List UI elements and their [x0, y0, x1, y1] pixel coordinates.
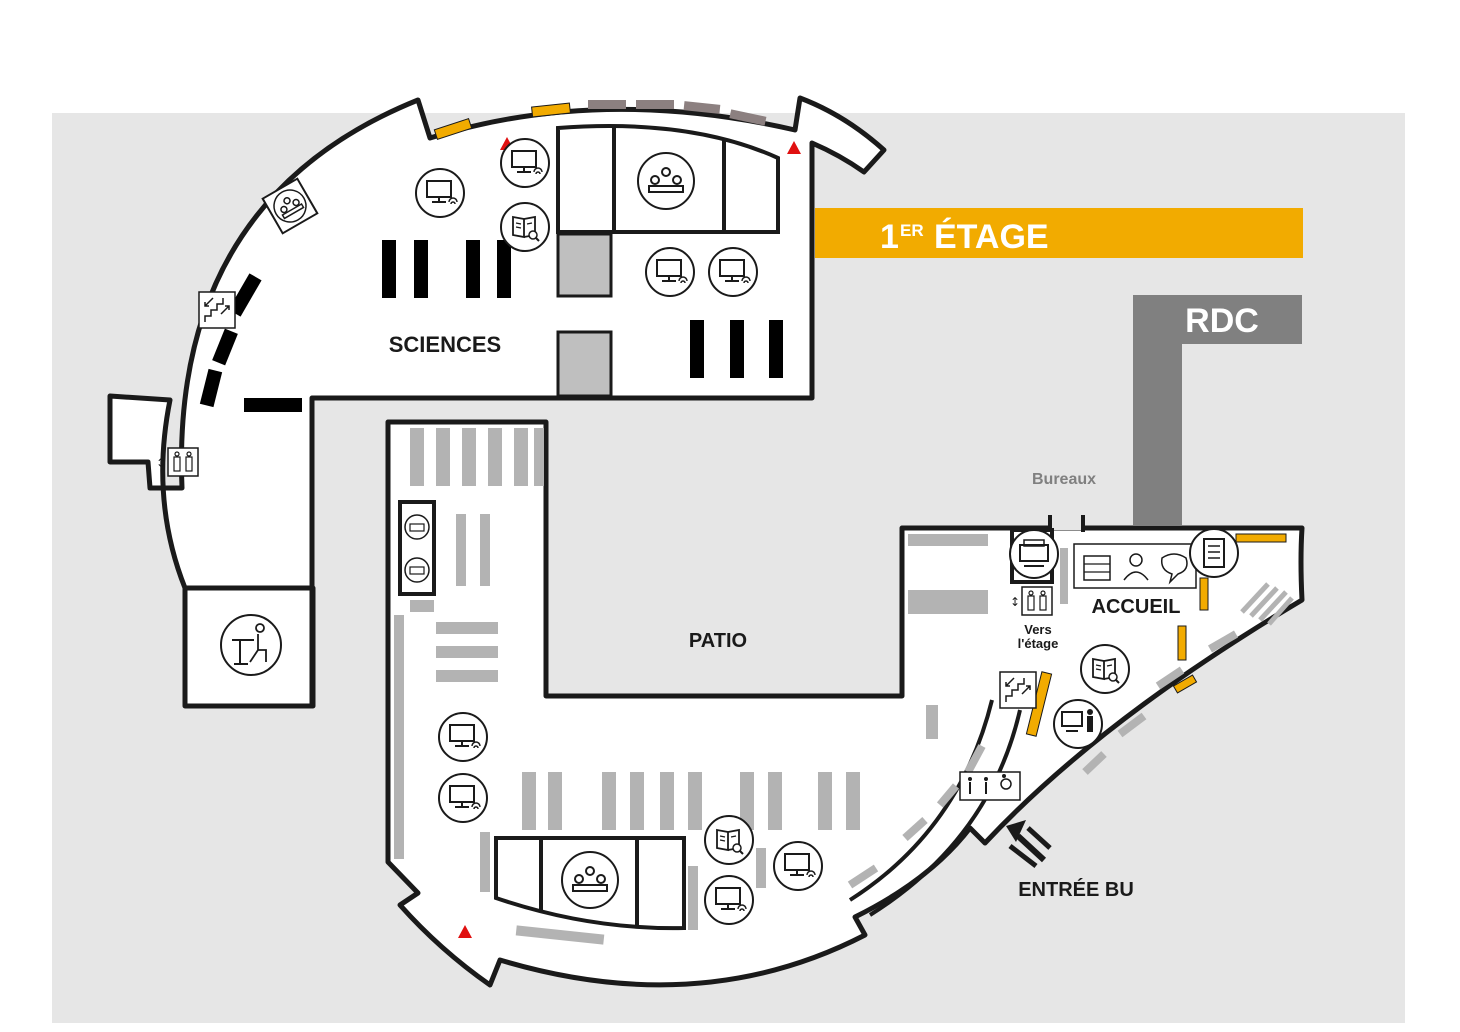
ground-accents: [1025, 533, 1287, 737]
label-entree: ENTRÉE BU: [1018, 878, 1134, 901]
library-icon[interactable]: [1083, 555, 1111, 581]
computer-wifi-icon[interactable]: [645, 247, 695, 297]
computer-wifi-icon[interactable]: [415, 168, 465, 218]
computer-wifi-icon[interactable]: [500, 138, 550, 188]
upper-windows: [433, 100, 767, 140]
group-study-room-icon[interactable]: [637, 152, 695, 210]
label-sciences: SCIENCES: [389, 332, 501, 357]
book-search-icon[interactable]: [500, 202, 550, 252]
computer-wifi-icon[interactable]: [773, 841, 823, 891]
toilets-accessible-icon[interactable]: [959, 771, 1021, 801]
label-vers: Vers: [1024, 622, 1051, 637]
label-patio: PATIO: [689, 630, 747, 652]
label-accueil: ACCUEIL: [1092, 596, 1181, 618]
etage-number: 1: [880, 218, 899, 256]
upper-shelves: [199, 240, 783, 412]
computer-wifi-icon[interactable]: [438, 712, 488, 762]
group-study-room-icon[interactable]: [561, 851, 619, 909]
accueil-shelves: [1240, 582, 1294, 626]
upper-room-grey-1: [556, 232, 613, 298]
rdc-label: RDC: [1133, 295, 1302, 525]
accueil-desk-accent: [1060, 548, 1068, 604]
etage-superscript: ER: [900, 221, 924, 240]
label-bureaux: Bureaux: [1032, 471, 1096, 488]
book-search-icon[interactable]: [704, 815, 754, 865]
computer-user-icon[interactable]: [1053, 699, 1103, 749]
computer-wifi-icon[interactable]: [704, 875, 754, 925]
carrel-seat-icon: [404, 514, 430, 583]
label-letage: l'étage: [1018, 636, 1059, 651]
ground-shelves: [394, 428, 988, 945]
stairs-icon[interactable]: [198, 291, 236, 329]
etage-label: 1 ER ÉTAGE: [815, 208, 1303, 258]
photocopier-icon[interactable]: [1009, 529, 1059, 579]
group-study-room-icon[interactable]: [261, 177, 319, 235]
computer-wifi-icon[interactable]: [438, 773, 488, 823]
info-chat-icon[interactable]: [1160, 553, 1188, 585]
stairs-icon[interactable]: [999, 671, 1037, 709]
book-search-icon[interactable]: [1080, 644, 1130, 694]
upper-room-grey-2: [556, 330, 613, 398]
computer-wifi-icon[interactable]: [708, 247, 758, 297]
etage-text: ÉTAGE: [934, 218, 1049, 256]
ground-window-dashes: [847, 630, 1238, 889]
librarian-icon[interactable]: [1123, 553, 1149, 581]
vending-machine-icon[interactable]: [1189, 528, 1239, 578]
rdc-text: RDC: [1185, 302, 1259, 340]
entrance-arrow-icon[interactable]: [1006, 820, 1052, 868]
silent-study-icon[interactable]: [220, 614, 282, 676]
